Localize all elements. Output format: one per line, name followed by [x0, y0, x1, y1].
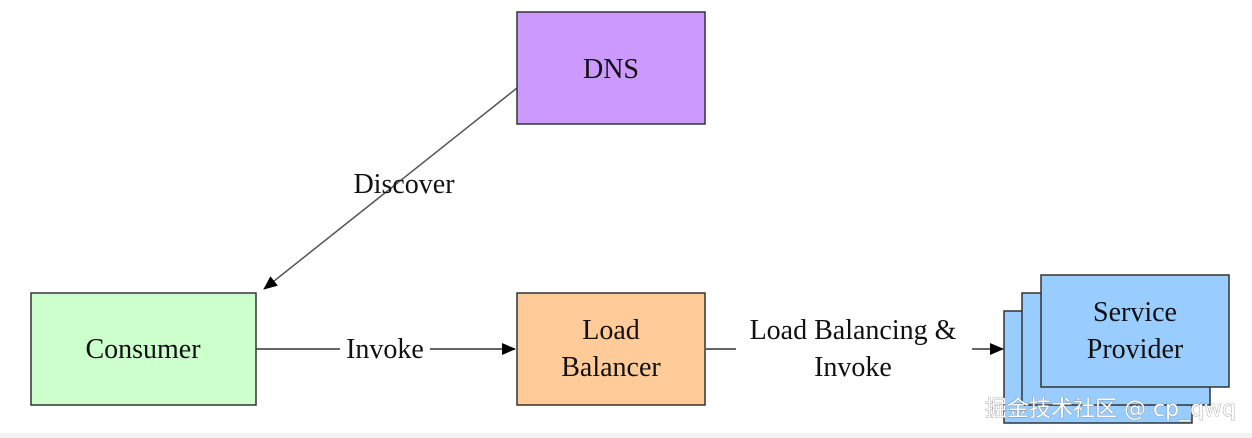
node-dns-box [516, 11, 706, 125]
node-consumer-label: Consumer [85, 334, 201, 365]
node-load-balancer: Load Balancer [516, 292, 706, 406]
edge-lb-invoke-label-line1: Load Balancing & [750, 315, 957, 346]
node-service-provider-label-line2: Provider [1087, 334, 1184, 365]
node-consumer: Consumer [30, 292, 257, 406]
edge-invoke-label: Invoke [346, 334, 424, 365]
node-service-provider: Service Provider [1003, 274, 1230, 424]
bottom-divider [0, 433, 1252, 438]
node-load-balancer-label-line1: Load [582, 315, 640, 346]
node-load-balancer-box [516, 292, 706, 406]
edge-discover-line [263, 87, 518, 290]
edge-lb-invoke-label-line2: Invoke [814, 352, 892, 383]
edge-discover-label: Discover [353, 169, 455, 200]
node-load-balancer-label-line2: Balancer [561, 352, 661, 383]
watermark: 掘金技术社区 @ cp_qwq [985, 397, 1236, 422]
node-service-provider-label-line1: Service [1093, 297, 1177, 328]
node-dns: DNS [516, 11, 706, 125]
node-consumer-box [30, 292, 257, 406]
node-dns-label: DNS [583, 54, 639, 85]
node-service-provider-box [1040, 274, 1230, 388]
